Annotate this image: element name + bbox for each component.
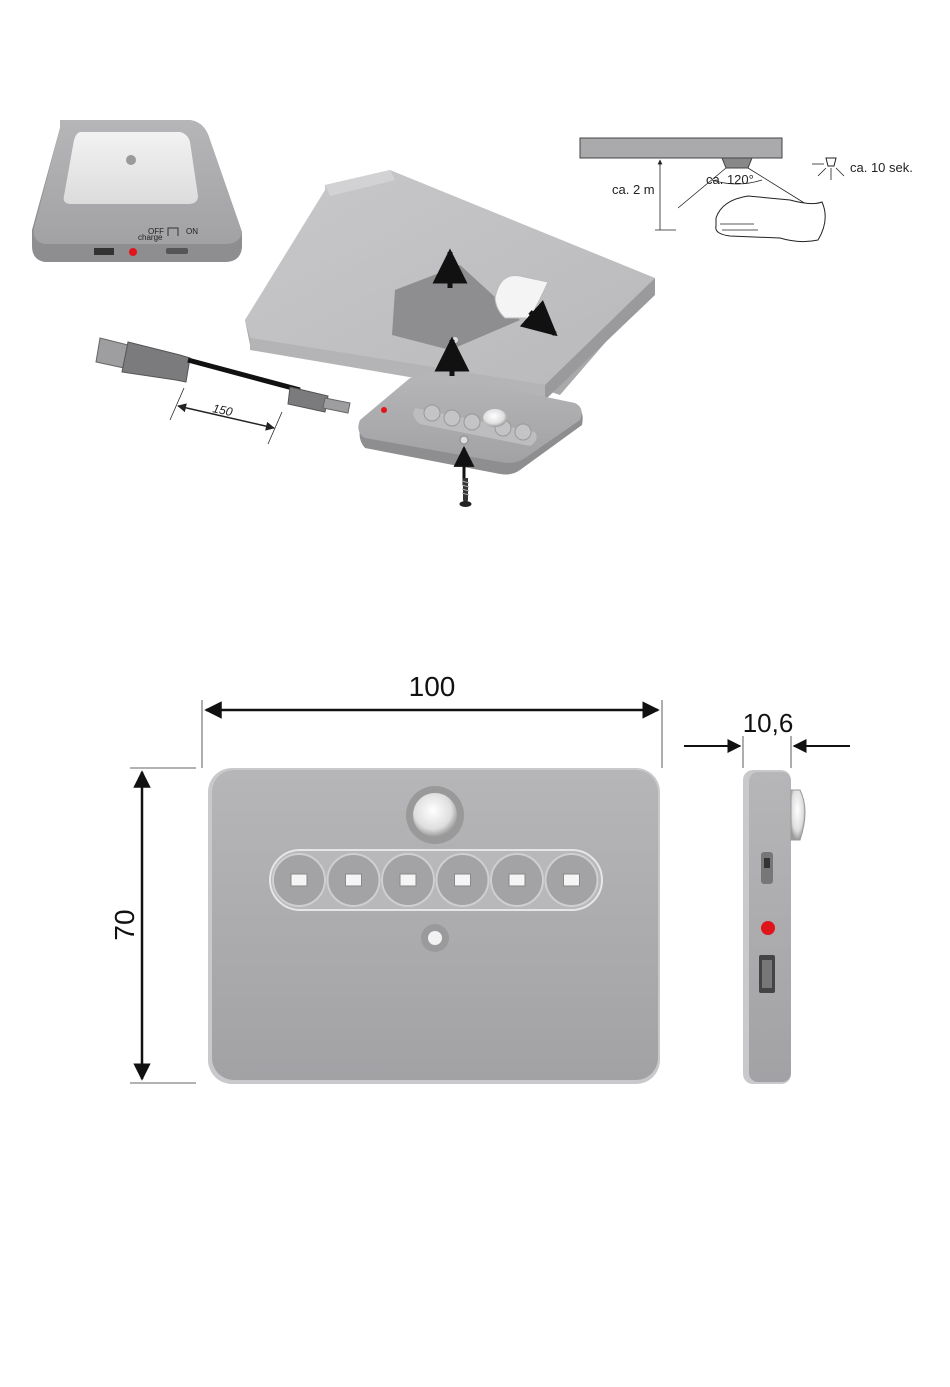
front-view: [208, 768, 660, 1084]
led-chip: [346, 874, 362, 886]
switch-charge-label: charge: [138, 233, 163, 242]
led-chip: [564, 874, 580, 886]
power-switch: [166, 248, 188, 254]
hand-icon: [716, 196, 825, 242]
led-chip: [400, 874, 416, 886]
screw-icon: [460, 478, 472, 507]
height-label: 70: [109, 909, 140, 940]
width-label: 100: [409, 671, 456, 702]
led-chip: [509, 874, 525, 886]
height-dimension: 70: [109, 768, 196, 1083]
usb-port: [94, 248, 114, 255]
side-charge-indicator: [761, 921, 775, 935]
angle-label: ca. 120°: [706, 172, 754, 187]
led-chip: [291, 874, 307, 886]
switch-on-label: ON: [186, 227, 198, 236]
duration-label: ca. 10 sek.: [850, 160, 913, 175]
lamp-light-icon: [812, 158, 844, 180]
side-view: [743, 770, 805, 1084]
charge-indicator: [129, 248, 137, 256]
depth-label: 10,6: [743, 708, 794, 738]
sensor-range-diagram: ca. 2 m ca. 120° ca. 10 sek.: [580, 138, 913, 242]
sensor-dot: [126, 155, 136, 165]
height-label: ca. 2 m: [612, 182, 655, 197]
led-chip: [455, 874, 471, 886]
depth-dimension: 10,6: [684, 708, 850, 768]
width-dimension: 100: [202, 671, 662, 768]
device-perspective-view: OFF ON charge: [32, 120, 242, 262]
cable-length-label: 150: [211, 401, 234, 419]
cable-length-dimension: 150: [170, 388, 282, 444]
